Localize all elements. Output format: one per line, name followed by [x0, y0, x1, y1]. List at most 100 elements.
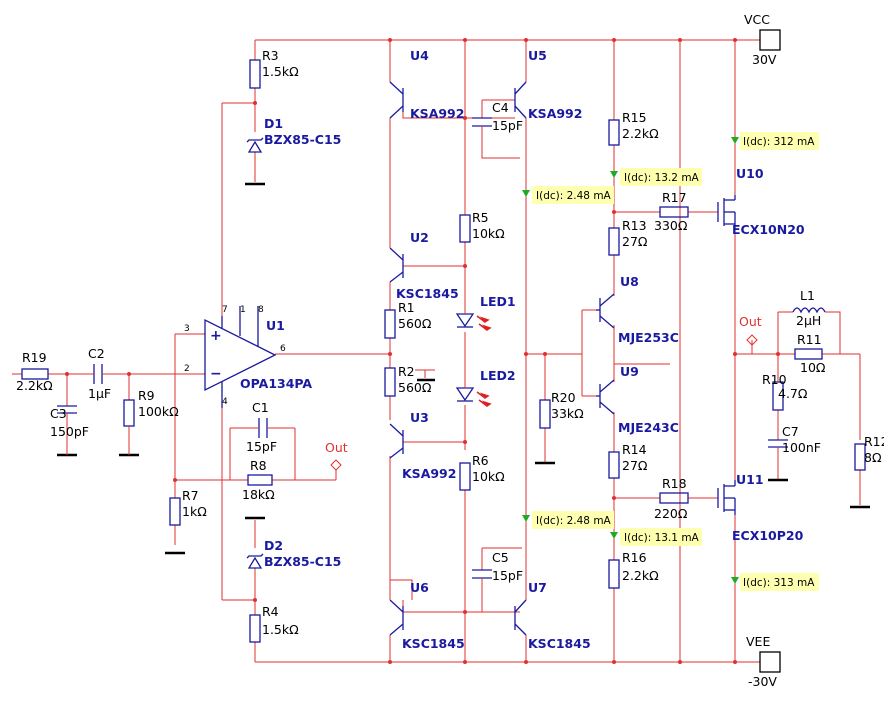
probe-u5-current[interactable]: I(dc): 2.48 mA: [522, 186, 614, 204]
c5-ref: C5: [492, 550, 509, 565]
resistor-r20: R20 33kΩ: [539, 390, 584, 429]
resistor-r3: R3 1.5kΩ: [249, 48, 299, 89]
resistor-r17: R17 330Ω: [654, 190, 689, 233]
transistor-u7: U7 KSC1845: [514, 580, 591, 651]
r11-value: 10Ω: [800, 360, 826, 375]
c1-value: 15pF: [246, 439, 277, 454]
resistor-r13: R13 27Ω: [608, 218, 648, 256]
u1-pin-4: 4: [222, 397, 228, 407]
r5-ref: R5: [472, 210, 489, 225]
r13-ref: R13: [622, 218, 647, 233]
resistor-r16: R16 2.2kΩ: [608, 550, 659, 589]
resistor-r15: R15 2.2kΩ: [608, 110, 659, 146]
u8-value: MJE253C: [618, 330, 679, 345]
transistor-u5: U5 KSA992: [514, 48, 582, 121]
u7-value: KSC1845: [528, 636, 591, 651]
vcc-source: VCC 30V: [744, 12, 781, 67]
probe-u5-text: I(dc): 2.48 mA: [536, 190, 612, 202]
u4-ref: U4: [410, 48, 429, 63]
r20-ref: R20: [551, 390, 576, 405]
u2-ref: U2: [410, 230, 429, 245]
out-label-left: Out: [325, 440, 348, 455]
r6-ref: R6: [472, 453, 489, 468]
u1-pin-7: 7: [222, 305, 228, 315]
zener-d2: D2 BZX85-C15: [246, 538, 341, 569]
probe-u11-current[interactable]: I(dc): 313 mA: [731, 573, 819, 591]
resistor-r2: R2 560Ω: [384, 364, 432, 397]
r19-value: 2.2kΩ: [16, 378, 53, 393]
r16-value: 2.2kΩ: [622, 568, 659, 583]
u3-value: KSA992: [402, 466, 456, 481]
out-probe-right: Out: [739, 314, 762, 346]
r6-value: 10kΩ: [472, 469, 505, 484]
r18-value: 220Ω: [654, 506, 688, 521]
resistor-r19: R19 2.2kΩ: [16, 350, 53, 393]
c3-value: 150pF: [50, 424, 89, 439]
r12-value: 8Ω: [864, 450, 882, 465]
mosfet-u10: U10 ECX10N20: [717, 166, 805, 237]
r13-value: 27Ω: [622, 234, 648, 249]
c2-ref: C2: [88, 346, 105, 361]
capacitor-c4: C4 15pF: [472, 100, 523, 133]
r9-value: 100kΩ: [138, 404, 179, 419]
transistor-u3: U3 KSA992: [389, 410, 456, 481]
u10-value: ECX10N20: [732, 222, 805, 237]
u11-value: ECX10P20: [732, 528, 804, 543]
r7-value: 1kΩ: [182, 504, 207, 519]
vcc-value: 30V: [752, 52, 777, 67]
capacitor-c3: C3 150pF: [50, 402, 89, 455]
probe-r15-current[interactable]: I(dc): 13.2 mA: [610, 168, 702, 186]
r3-ref: R3: [262, 48, 279, 63]
r18-ref: R18: [662, 476, 687, 491]
transistor-u8: U8 MJE253C: [596, 274, 679, 345]
resistor-r1: R1 560Ω: [384, 300, 432, 339]
c4-value: 15pF: [492, 118, 523, 133]
wires: [12, 39, 861, 663]
r1-value: 560Ω: [398, 316, 432, 331]
probe-r15-text: I(dc): 13.2 mA: [624, 172, 700, 184]
r3-value: 1.5kΩ: [262, 64, 299, 79]
svg-text:+: +: [210, 328, 222, 344]
vcc-name: VCC: [744, 12, 770, 27]
transistor-u9: U9 MJE243C: [596, 364, 679, 435]
r10-value: 4.7Ω: [778, 386, 808, 401]
c1-ref: C1: [252, 400, 269, 415]
resistor-r11: R11 10Ω: [794, 332, 826, 375]
r1-ref: R1: [398, 300, 415, 315]
out-probe-left: Out: [325, 440, 348, 471]
r16-ref: R16: [622, 550, 647, 565]
u9-value: MJE243C: [618, 420, 679, 435]
resistor-r7: R7 1kΩ: [169, 488, 207, 526]
u1-pin-8: 8: [258, 305, 264, 315]
l1-ref: L1: [800, 288, 815, 303]
u1-pin-3: 3: [184, 324, 190, 334]
r9-ref: R9: [138, 388, 155, 403]
transistor-u2: U2 KSC1845: [389, 230, 459, 301]
r2-value: 560Ω: [398, 380, 432, 395]
probe-u11-text: I(dc): 313 mA: [743, 577, 815, 589]
r4-ref: R4: [262, 604, 279, 619]
u1-pin-1: 1: [240, 305, 246, 315]
c3-ref: C3: [50, 406, 67, 421]
capacitor-c7: C7 100nF: [768, 424, 821, 462]
zener-d1: D1 BZX85-C15: [246, 116, 341, 153]
r19-ref: R19: [22, 350, 47, 365]
r5-value: 10kΩ: [472, 226, 505, 241]
resistor-r18: R18 220Ω: [654, 476, 689, 521]
u1-value: OPA134PA: [240, 376, 312, 391]
led-led2: LED2: [455, 368, 516, 408]
r17-value: 330Ω: [654, 218, 688, 233]
probe-u10-current[interactable]: I(dc): 312 mA: [731, 132, 819, 150]
led-led1: LED1: [455, 294, 516, 332]
u4-value: KSA992: [410, 106, 464, 121]
probe-r16-current[interactable]: I(dc): 13.1 mA: [610, 528, 702, 546]
r20-value: 33kΩ: [551, 406, 584, 421]
r4-value: 1.5kΩ: [262, 622, 299, 637]
u3-ref: U3: [410, 410, 429, 425]
probe-u7-current[interactable]: I(dc): 2.48 mA: [522, 511, 614, 529]
r14-value: 27Ω: [622, 458, 648, 473]
c4-ref: C4: [492, 100, 509, 115]
u5-value: KSA992: [528, 106, 582, 121]
u8-ref: U8: [620, 274, 639, 289]
